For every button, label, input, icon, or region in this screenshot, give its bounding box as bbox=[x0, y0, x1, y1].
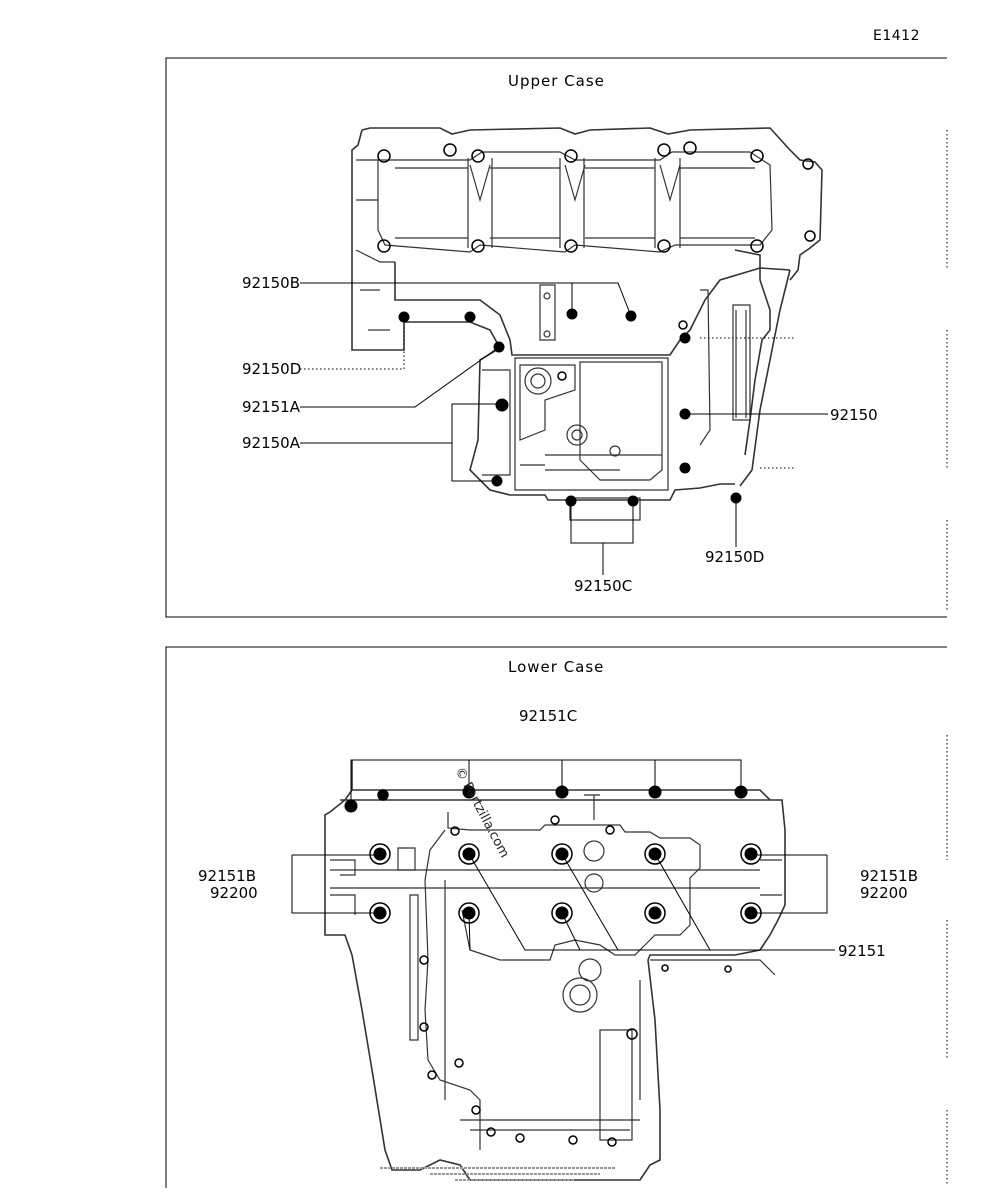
label-92200-right: 92200 bbox=[860, 884, 908, 902]
label-92150b: 92150B bbox=[242, 274, 300, 292]
fine-print bbox=[380, 1167, 615, 1181]
label-92150d-left: 92150D bbox=[242, 360, 301, 378]
page-code: E1412 bbox=[873, 28, 920, 44]
upper-case-drawing bbox=[351, 127, 823, 521]
lower-case-title: Lower Case bbox=[508, 658, 604, 676]
lower-leader-lines bbox=[291, 759, 835, 951]
label-92150d-right: 92150D bbox=[705, 548, 764, 566]
label-92150: 92150 bbox=[830, 406, 878, 424]
label-92200-left: 92200 bbox=[210, 884, 258, 902]
watermark: © Partzilla.com bbox=[451, 765, 511, 861]
label-92151c: 92151C bbox=[519, 707, 577, 725]
upper-case-title: Upper Case bbox=[508, 72, 605, 90]
label-92150c: 92150C bbox=[574, 577, 632, 595]
label-92151b-left: 92151B bbox=[198, 867, 256, 885]
label-92150a: 92150A bbox=[242, 434, 301, 452]
lower-case-drawing bbox=[324, 760, 786, 1181]
label-92151b-right: 92151B bbox=[860, 867, 918, 885]
label-92151: 92151 bbox=[838, 942, 886, 960]
upper-case-panel: Upper Case bbox=[165, 57, 948, 618]
label-92151a: 92151A bbox=[242, 398, 301, 416]
lower-case-panel: Lower Case bbox=[165, 646, 948, 1188]
upper-leader-lines bbox=[300, 282, 828, 575]
